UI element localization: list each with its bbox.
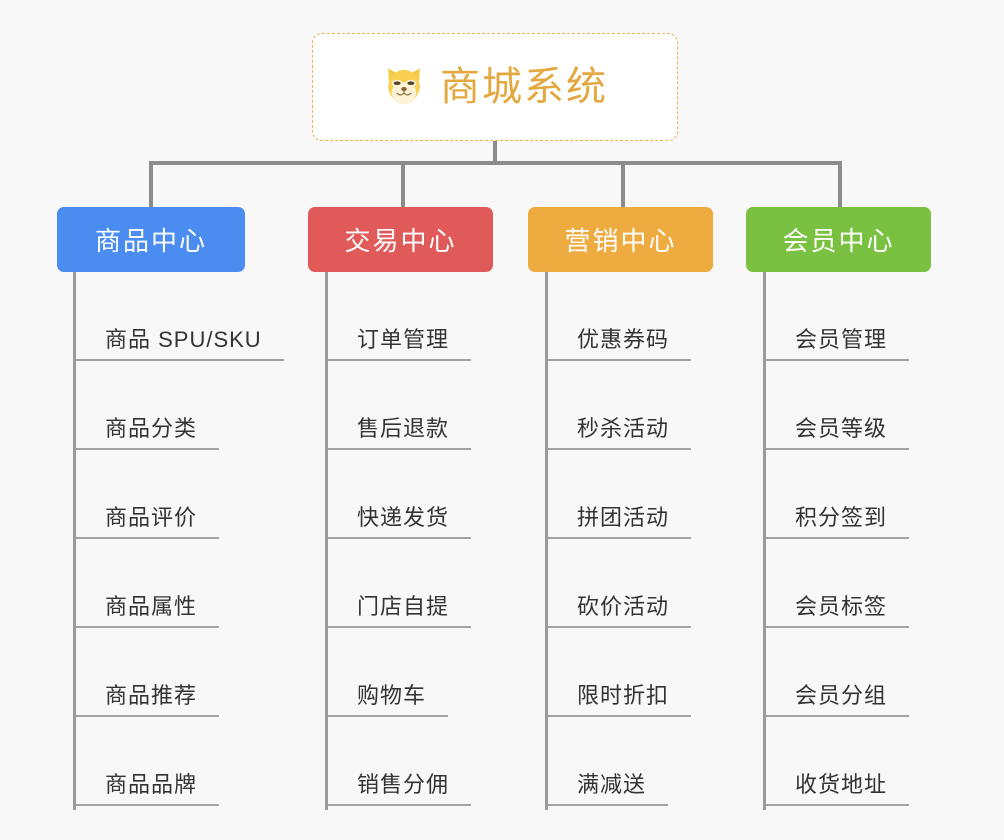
leaf-item[interactable]: 订单管理: [325, 272, 472, 361]
leaf-item-label: 商品品牌: [76, 771, 220, 806]
leaf-item[interactable]: 拼团活动: [545, 450, 692, 539]
leaf-item-label: 售后退款: [328, 415, 472, 450]
connector-horizontal-bus: [149, 161, 839, 165]
leaf-rail-member-center: [763, 272, 766, 810]
leaf-rail-product-center: [73, 272, 76, 810]
leaf-item-label: 砍价活动: [548, 593, 692, 628]
leaf-item[interactable]: 秒杀活动: [545, 361, 692, 450]
leaf-item[interactable]: 收货地址: [763, 717, 910, 806]
leaf-item[interactable]: 快递发货: [325, 450, 472, 539]
leaf-item[interactable]: 砍价活动: [545, 539, 692, 628]
leaf-item[interactable]: 售后退款: [325, 361, 472, 450]
leaf-item[interactable]: 销售分佣: [325, 717, 472, 806]
dog-face-icon: [382, 65, 426, 109]
connector-root-stem: [493, 141, 497, 164]
leaf-item[interactable]: 商品属性: [73, 539, 284, 628]
category-label: 商品中心: [94, 226, 207, 256]
leaf-item[interactable]: 积分签到: [763, 450, 910, 539]
leaf-item-label: 销售分佣: [328, 771, 472, 806]
connector-drop-product-center: [149, 161, 153, 207]
leaf-list-product-center: 商品 SPU/SKU 商品分类商品评价商品属性商品推荐商品品牌: [73, 272, 284, 806]
leaf-item-label: 会员标签: [766, 593, 910, 628]
leaf-item[interactable]: 满减送: [545, 717, 691, 806]
leaf-item-label: 满减送: [548, 771, 669, 806]
leaf-list-marketing-center: 优惠券码秒杀活动拼团活动砍价活动限时折扣满减送: [545, 272, 692, 806]
leaf-item[interactable]: 商品评价: [73, 450, 284, 539]
leaf-item[interactable]: 限时折扣: [545, 628, 692, 717]
connector-drop-member-center: [838, 161, 842, 207]
leaf-item-label: 购物车: [328, 682, 449, 717]
leaf-item-label: 会员分组: [766, 682, 910, 717]
category-box-member-center[interactable]: 会员中心: [746, 207, 931, 272]
leaf-item-label: 快递发货: [328, 504, 472, 539]
leaf-item[interactable]: 会员管理: [763, 272, 910, 361]
leaf-rail-trade-center: [325, 272, 328, 810]
leaf-item[interactable]: 购物车: [325, 628, 471, 717]
leaf-item-label: 商品属性: [76, 593, 220, 628]
leaf-item-label: 会员管理: [766, 326, 910, 361]
leaf-list-member-center: 会员管理会员等级积分签到会员标签会员分组收货地址: [763, 272, 910, 806]
category-label: 交易中心: [344, 226, 457, 256]
connector-drop-marketing-center: [621, 161, 625, 207]
category-box-product-center[interactable]: 商品中心: [57, 207, 245, 272]
category-label: 营销中心: [564, 226, 677, 256]
leaf-item[interactable]: 会员标签: [763, 539, 910, 628]
leaf-item[interactable]: 优惠券码: [545, 272, 692, 361]
leaf-item-label: 会员等级: [766, 415, 910, 450]
category-box-trade-center[interactable]: 交易中心: [308, 207, 493, 272]
leaf-item[interactable]: 门店自提: [325, 539, 472, 628]
leaf-list-trade-center: 订单管理售后退款快递发货门店自提购物车销售分佣: [325, 272, 472, 806]
leaf-item-label: 商品 SPU/SKU: [76, 326, 284, 361]
leaf-item[interactable]: 商品品牌: [73, 717, 284, 806]
leaf-item[interactable]: 会员等级: [763, 361, 910, 450]
root-title: 商城系统: [440, 65, 608, 109]
category-label: 会员中心: [782, 226, 895, 256]
leaf-item-label: 拼团活动: [548, 504, 692, 539]
leaf-rail-marketing-center: [545, 272, 548, 810]
leaf-item[interactable]: 会员分组: [763, 628, 910, 717]
leaf-item-label: 积分签到: [766, 504, 910, 539]
leaf-item-label: 商品评价: [76, 504, 220, 539]
category-box-marketing-center[interactable]: 营销中心: [528, 207, 713, 272]
leaf-item-label: 门店自提: [328, 593, 472, 628]
leaf-item-label: 秒杀活动: [548, 415, 692, 450]
leaf-item-label: 商品推荐: [76, 682, 220, 717]
leaf-item-label: 商品分类: [76, 415, 220, 450]
leaf-item-label: 收货地址: [766, 771, 910, 806]
leaf-item-label: 限时折扣: [548, 682, 692, 717]
connector-drop-trade-center: [401, 161, 405, 207]
leaf-item[interactable]: 商品推荐: [73, 628, 284, 717]
leaf-item[interactable]: 商品分类: [73, 361, 284, 450]
leaf-item-label: 优惠券码: [548, 326, 692, 361]
root-node[interactable]: 商城系统: [312, 33, 678, 141]
leaf-item[interactable]: 商品 SPU/SKU: [73, 272, 284, 361]
leaf-item-label: 订单管理: [328, 326, 472, 361]
